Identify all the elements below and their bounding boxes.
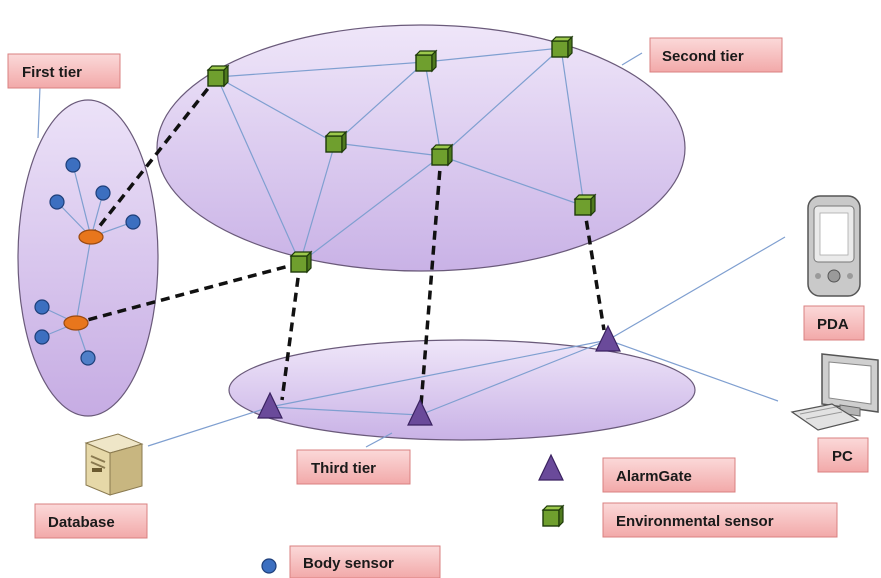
body-hub-node [78,229,104,245]
body-sensor-node [65,157,81,173]
environmental-sensor-node [289,250,313,274]
first-tier-ellipse [17,99,159,417]
alarmgate-node [595,324,621,352]
environmental-sensor-node [430,143,454,167]
body-hub-node [63,315,89,331]
environmental-sensors [206,35,597,274]
label-pc-text: PC [832,448,853,465]
label-first-tier: First tier [7,53,121,89]
legend-alarmgate-text: AlarmGate [616,468,692,485]
legend-environmental-sensor-icon [541,504,565,528]
pda-icon [807,195,861,297]
pc-icon [790,353,879,431]
legend-environmental-sensor-label: Environmental sensor [602,502,838,538]
second-tier-links [216,47,585,264]
legend-body-sensor-icon [261,558,277,574]
body-sensor-node [49,194,65,210]
alarmgate-node [257,391,283,419]
environmental-sensor-node [206,64,230,88]
second-tier-ellipse [156,24,686,272]
label-database-text: Database [48,514,115,531]
label-third-tier-text: Third tier [311,460,376,477]
inter-tier-dashed-links [75,75,606,406]
third-tier-ellipse [228,339,696,441]
legend-body-sensor-text: Body sensor [303,555,394,572]
label-second-tier-text: Second tier [662,48,744,65]
body-sensors [34,157,141,366]
body-sensor-node [125,214,141,230]
legend-environmental-sensor-text: Environmental sensor [616,513,774,530]
label-third-tier: Third tier [296,449,411,485]
label-pda: PDA [803,305,865,341]
body-sensor-node [34,299,50,315]
label-pda-text: PDA [817,316,849,333]
environmental-sensor-node [324,130,348,154]
label-pc: PC [817,437,869,473]
alarmgate-node [407,398,433,426]
third-tier-links [147,52,786,448]
label-database: Database [34,503,148,539]
legend-alarmgate-icon [538,453,564,481]
environmental-sensor-node [573,193,597,217]
body-sensor-node [95,185,111,201]
legend: AlarmGate Environmental sensor Body sens… [261,453,838,578]
label-first-tier-text: First tier [22,64,82,81]
body-sensor-node [80,350,96,366]
environmental-sensor-node [414,49,438,73]
label-second-tier: Second tier [649,37,783,73]
legend-body-sensor-label: Body sensor [289,545,441,578]
database-icon [84,433,144,496]
legend-alarmgate-label: AlarmGate [602,457,736,493]
body-hubs [63,229,104,331]
environmental-sensor-node [550,35,574,59]
alarmgates [257,324,621,426]
body-sensor-node [34,329,50,345]
